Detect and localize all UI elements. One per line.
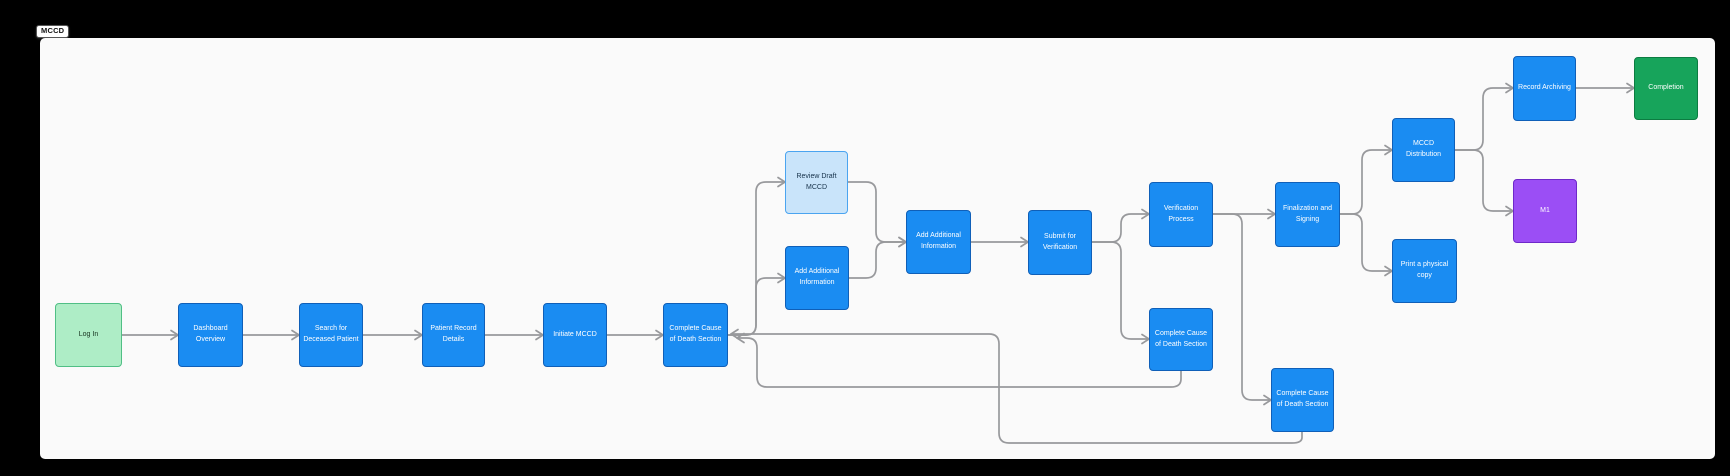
- node-label: MCCD Distribution: [1405, 140, 1441, 158]
- diagram-tab-label[interactable]: MCCD: [36, 25, 70, 39]
- node-add-info-2[interactable]: Add Additional Information: [906, 210, 971, 274]
- node-review-draft[interactable]: Review Draft MCCD: [785, 151, 848, 214]
- node-label: Patient Record Details: [430, 325, 477, 343]
- node-label: Completion: [1648, 84, 1684, 92]
- node-label: Complete Cause of Death Section: [1276, 390, 1329, 408]
- node-label: Complete Cause of Death Section: [669, 325, 722, 343]
- node-label: Initiate MCCD: [553, 330, 597, 338]
- node-label: Complete Cause of Death Section: [1154, 329, 1208, 348]
- node-print-copy[interactable]: Print a physical copy: [1392, 239, 1457, 303]
- node-initiate[interactable]: Initiate MCCD: [543, 303, 607, 367]
- node-label: Dashboard Overview: [193, 325, 228, 343]
- node-submit[interactable]: Submit for Verification: [1028, 210, 1092, 275]
- node-label: Print a physical copy: [1400, 261, 1449, 279]
- node-add-info-1[interactable]: Add Additional Information: [785, 246, 849, 310]
- node-m1[interactable]: M1: [1513, 179, 1577, 243]
- node-label: Record Archiving: [1518, 84, 1571, 92]
- node-patient-record[interactable]: Patient Record Details: [422, 303, 485, 367]
- node-archiving[interactable]: Record Archiving: [1513, 56, 1576, 121]
- diagram-canvas: [40, 38, 1715, 459]
- node-label: Finalization and Signing: [1282, 204, 1333, 223]
- node-label: Verification Process: [1163, 204, 1199, 223]
- node-dashboard[interactable]: Dashboard Overview: [178, 303, 243, 367]
- node-label: Add Additional Information: [916, 232, 961, 250]
- node-completion[interactable]: Completion: [1634, 57, 1698, 120]
- node-complete-cause-2[interactable]: Complete Cause of Death Section: [1149, 308, 1213, 371]
- node-complete-cause[interactable]: Complete Cause of Death Section: [663, 303, 728, 367]
- node-search[interactable]: Search for Deceased Patient: [299, 303, 363, 367]
- node-distribution[interactable]: MCCD Distribution: [1392, 118, 1455, 182]
- node-label: Submit for Verification: [1042, 232, 1078, 251]
- node-finalization[interactable]: Finalization and Signing: [1275, 182, 1340, 247]
- node-complete-cause-3[interactable]: Complete Cause of Death Section: [1271, 368, 1334, 432]
- node-label: M1: [1540, 206, 1550, 214]
- node-login[interactable]: Log In: [55, 303, 122, 367]
- node-label: Add Additional Information: [794, 268, 840, 286]
- node-label: Review Draft MCCD: [796, 172, 837, 191]
- node-label: Log In: [78, 330, 99, 338]
- node-verification[interactable]: Verification Process: [1149, 182, 1213, 247]
- node-label: Search for Deceased Patient: [303, 325, 359, 343]
